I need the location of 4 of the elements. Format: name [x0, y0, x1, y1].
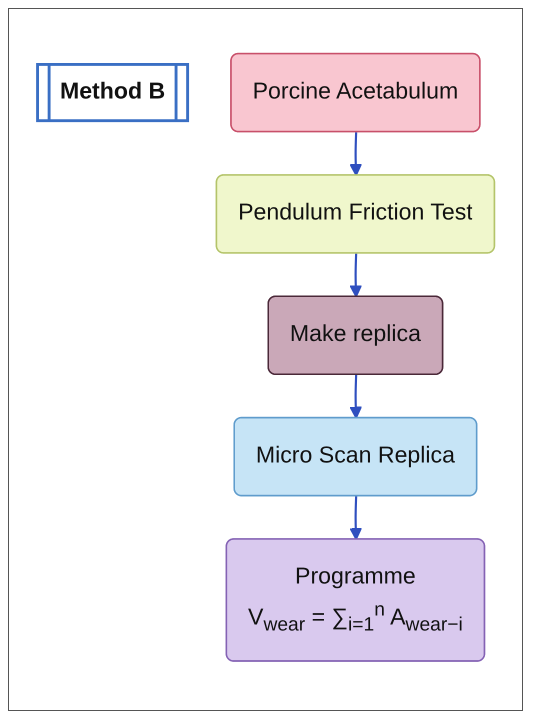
- arrow: [348, 374, 362, 419]
- arrow: [348, 496, 362, 540]
- arrow: [348, 253, 362, 298]
- arrow: [348, 132, 362, 176]
